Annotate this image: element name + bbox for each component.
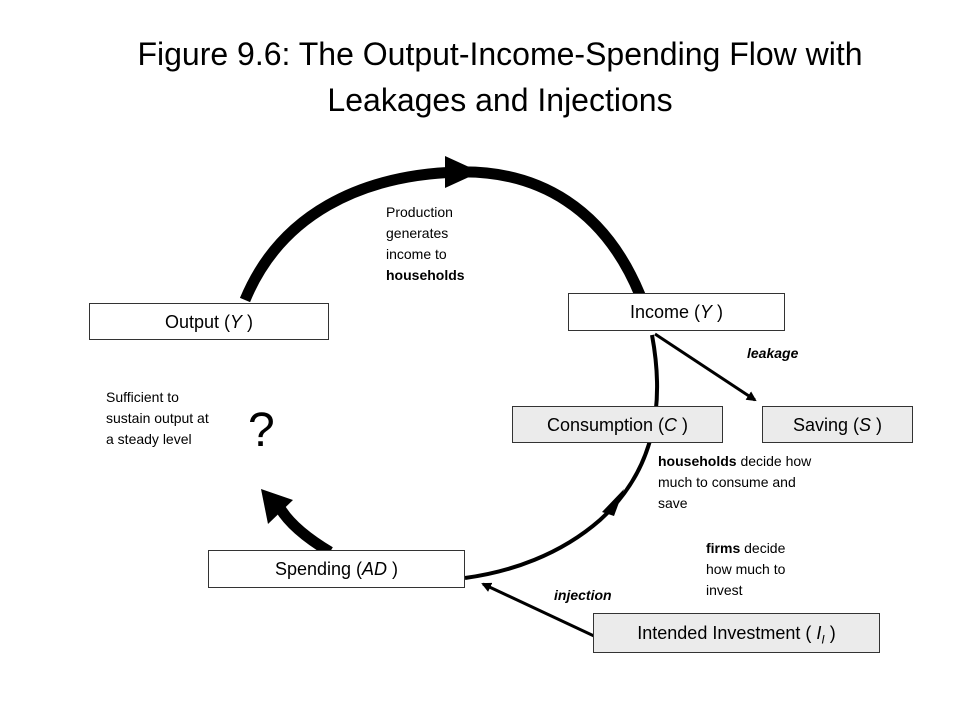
leakage-label: leakage xyxy=(747,345,799,361)
firms-decide-note: firms decide how much to invest xyxy=(706,538,785,601)
sufficient-note-line: Sufficient to xyxy=(106,389,179,405)
output-box-suffix: ) xyxy=(242,312,254,332)
income-to-spending-arc xyxy=(464,334,660,580)
output-box-label: Output ( xyxy=(164,312,230,332)
consumption-box-label: Consumption ( xyxy=(546,415,665,435)
production-note: Production generates income to household… xyxy=(386,202,465,286)
investment-box-label: Intended Investment ( xyxy=(637,623,817,643)
sufficient-note: Sufficient to sustain output at a steady… xyxy=(106,387,209,450)
sufficient-note-line: sustain output at xyxy=(106,410,209,426)
firms-note-bold: firms xyxy=(706,540,741,556)
output-variable: Y xyxy=(230,312,243,332)
households-note-line: much to consume and xyxy=(658,474,796,490)
income-box: Income (Y ) xyxy=(568,293,785,331)
production-note-households: households xyxy=(386,267,465,283)
question-mark: ? xyxy=(248,404,275,457)
injection-label: injection xyxy=(554,587,612,603)
saving-variable: S xyxy=(859,415,872,435)
firms-note-rest: decide xyxy=(740,540,786,556)
output-box: Output (Y ) xyxy=(89,303,329,340)
figure-title-line-2: Leakages and Injections xyxy=(327,82,673,118)
injection-arrow xyxy=(481,582,595,638)
production-arrowhead xyxy=(445,156,480,188)
consumption-flow-arrowhead xyxy=(602,489,624,516)
consumption-variable: C xyxy=(664,415,678,435)
intended-investment-box: Intended Investment ( II ) xyxy=(593,613,880,653)
households-note-rest: decide how xyxy=(736,453,812,469)
leakage-arrow xyxy=(654,332,757,402)
spending-return-arc xyxy=(275,505,333,557)
sufficient-note-line: a steady level xyxy=(106,431,192,447)
figure-title-line-1: Figure 9.6: The Output-Income-Spending F… xyxy=(137,36,863,72)
consumption-box-suffix: ) xyxy=(677,415,689,435)
households-decide-note: households decide how much to consume an… xyxy=(658,451,811,514)
income-box-label: Income ( xyxy=(629,302,700,322)
spending-box-suffix: ) xyxy=(387,559,399,579)
investment-subscript: I xyxy=(821,632,825,647)
spending-variable: AD xyxy=(362,559,388,579)
production-note-line: generates xyxy=(386,225,449,241)
saving-box-label: Saving ( xyxy=(792,415,860,435)
investment-variable: I xyxy=(816,623,822,643)
production-note-line: Production xyxy=(386,204,453,220)
spending-box: Spending (AD ) xyxy=(208,550,465,588)
investment-box-suffix: ) xyxy=(824,623,836,643)
firms-note-line: how much to xyxy=(706,561,786,577)
saving-box: Saving (S ) xyxy=(762,406,913,443)
spending-box-label: Spending ( xyxy=(274,559,363,579)
income-variable: Y xyxy=(700,302,713,322)
saving-box-suffix: ) xyxy=(871,415,883,435)
production-note-line: income to xyxy=(386,246,447,262)
firms-note-line: invest xyxy=(706,582,743,598)
consumption-box: Consumption (C ) xyxy=(512,406,723,443)
households-note-line: save xyxy=(658,495,688,511)
income-box-suffix: ) xyxy=(712,302,724,322)
households-note-bold: households xyxy=(658,453,737,469)
spending-return-arrowhead xyxy=(261,489,293,524)
